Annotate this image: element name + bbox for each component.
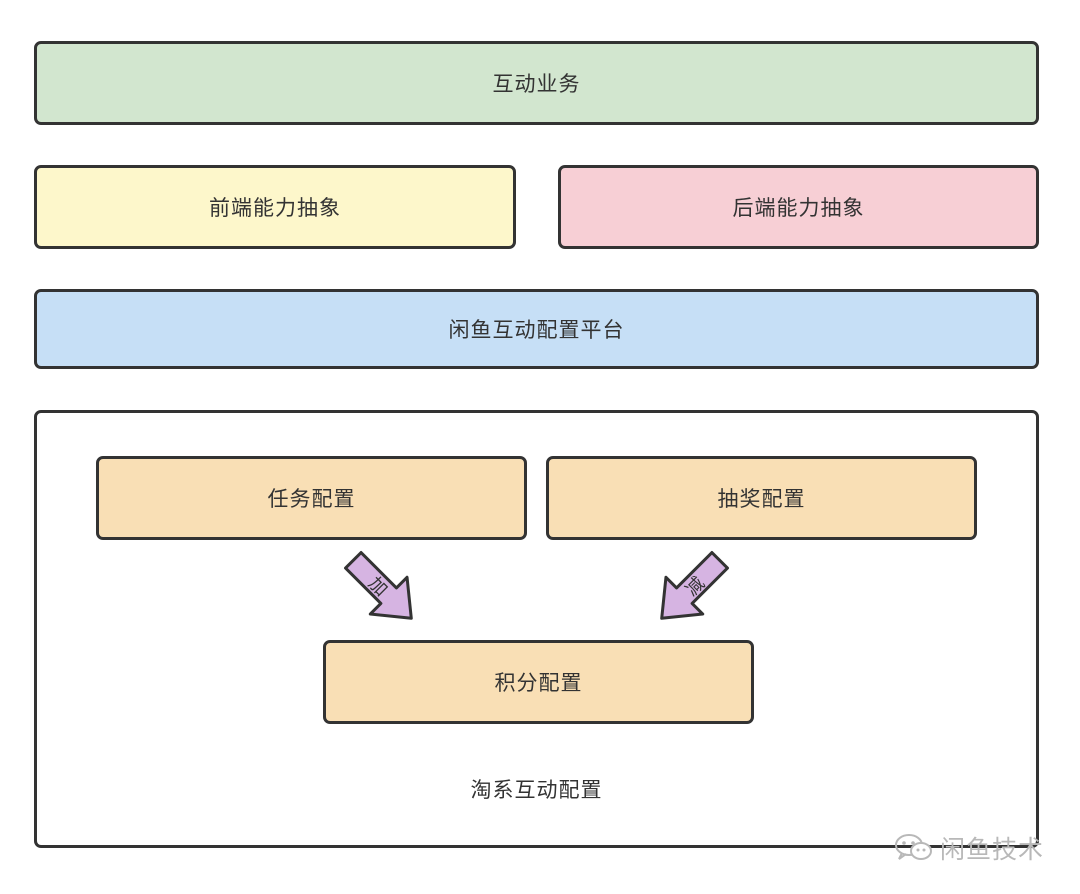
taoxi-config-label: 淘系互动配置 — [470, 778, 603, 802]
wechat-icon — [894, 834, 932, 860]
add-arrow: 加 — [344, 551, 413, 620]
watermark-text: 闲鱼技术 — [939, 835, 1044, 864]
subtract-arrow: 减 — [660, 551, 729, 620]
watermark: 闲鱼技术 — [894, 830, 1044, 866]
points-config-box: 积分配置 — [323, 640, 754, 724]
